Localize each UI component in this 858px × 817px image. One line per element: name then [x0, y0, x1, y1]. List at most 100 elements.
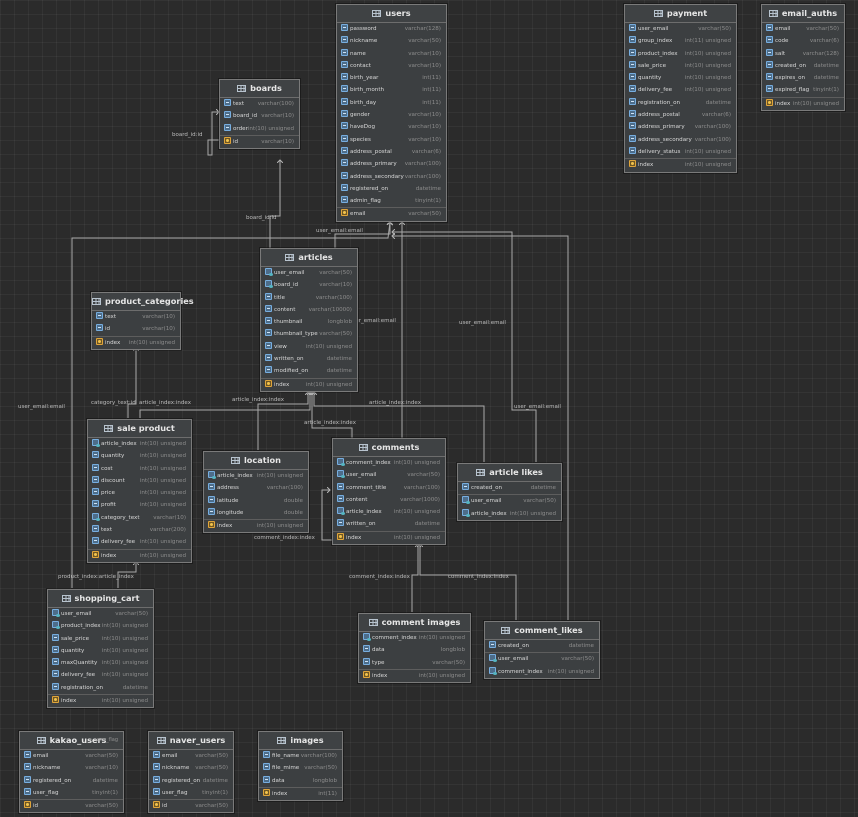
- column-row[interactable]: category_textvarchar(10): [88, 512, 191, 524]
- column-row[interactable]: registered_ondatetime: [337, 183, 446, 195]
- column-row[interactable]: nicknamevarchar(10): [20, 762, 123, 774]
- table-comment-likes[interactable]: comment_likescreated_ondatetimeuser_emai…: [484, 621, 600, 679]
- column-row[interactable]: emailvarchar(50): [762, 23, 844, 35]
- column-row[interactable]: indexint(11): [259, 786, 342, 800]
- column-row[interactable]: nicknamevarchar(50): [337, 35, 446, 47]
- column-row[interactable]: written_ondatetime: [261, 353, 357, 365]
- table-users[interactable]: userspasswordvarchar(128)nicknamevarchar…: [336, 4, 447, 222]
- column-row[interactable]: user_emailvarchar(50): [625, 23, 736, 35]
- column-row[interactable]: indexint(10) unsigned: [333, 530, 445, 544]
- column-row[interactable]: comment_indexint(10) unsigned: [485, 666, 599, 678]
- column-row[interactable]: indexint(10) unsigned: [762, 96, 844, 110]
- column-row[interactable]: comment_indexint(10) unsigned: [333, 457, 445, 469]
- column-row[interactable]: viewint(10) unsigned: [261, 341, 357, 353]
- column-row[interactable]: user_emailvarchar(50): [48, 608, 153, 620]
- column-row[interactable]: user_emailvarchar(50): [333, 469, 445, 481]
- column-row[interactable]: address_primaryvarchar(100): [625, 121, 736, 133]
- column-row[interactable]: modified_ondatetime: [261, 365, 357, 377]
- column-row[interactable]: comment_indexint(10) unsigned: [359, 632, 470, 644]
- column-row[interactable]: textvarchar(100): [220, 98, 299, 110]
- column-row[interactable]: orderint(10) unsigned: [220, 123, 299, 135]
- column-row[interactable]: created_ondatetime: [458, 482, 561, 494]
- column-row[interactable]: product_indexint(10) unsigned: [625, 48, 736, 60]
- column-row[interactable]: emailvarchar(50): [20, 750, 123, 762]
- column-row[interactable]: emailvarchar(50): [149, 750, 233, 762]
- column-row[interactable]: idvarchar(10): [220, 134, 299, 148]
- column-row[interactable]: address_secondaryvarchar(100): [337, 171, 446, 183]
- column-row[interactable]: sale_priceint(10) unsigned: [625, 60, 736, 72]
- column-row[interactable]: registered_ondatetime: [149, 775, 233, 787]
- column-row[interactable]: profitint(10) unsigned: [88, 499, 191, 511]
- table-boards[interactable]: boardstextvarchar(100)board_idvarchar(10…: [219, 79, 300, 150]
- column-row[interactable]: registration_ondatetime: [48, 682, 153, 694]
- column-row[interactable]: maxQuantityint(10) unsigned: [48, 657, 153, 669]
- column-row[interactable]: idvarchar(10): [92, 323, 180, 335]
- column-row[interactable]: idvarchar(50): [149, 799, 233, 812]
- column-row[interactable]: idvarchar(50): [20, 799, 123, 812]
- column-row[interactable]: haveDogvarchar(10): [337, 121, 446, 133]
- column-row[interactable]: indexint(10) unsigned: [359, 668, 470, 682]
- column-row[interactable]: indexint(10) unsigned: [204, 519, 308, 532]
- column-row[interactable]: addressvarchar(100): [204, 482, 308, 494]
- column-row[interactable]: written_ondatetime: [333, 518, 445, 530]
- column-row[interactable]: board_idvarchar(10): [220, 110, 299, 122]
- column-row[interactable]: sale_priceint(10) unsigned: [48, 633, 153, 645]
- column-row[interactable]: emailvarchar(50): [337, 207, 446, 220]
- column-row[interactable]: registration_ondatetime: [625, 97, 736, 109]
- table-kakao-users[interactable]: kakao_usersuser_flagemailvarchar(50)nick…: [19, 731, 124, 814]
- column-row[interactable]: user_flagtinyint(1): [20, 787, 123, 799]
- column-row[interactable]: namevarchar(10): [337, 48, 446, 60]
- column-row[interactable]: group_indexint(11) unsigned: [625, 35, 736, 47]
- column-row[interactable]: thumbnail_typevarchar(50): [261, 328, 357, 340]
- column-row[interactable]: delivery_feeint(10) unsigned: [48, 669, 153, 681]
- table-articles[interactable]: articlesuser_emailvarchar(50)board_idvar…: [260, 248, 358, 392]
- column-row[interactable]: speciesvarchar(10): [337, 134, 446, 146]
- table-shopping-cart[interactable]: shopping_cartuser_emailvarchar(50)produc…: [47, 589, 154, 709]
- column-row[interactable]: address_secondaryvarchar(100): [625, 134, 736, 146]
- column-row[interactable]: indexint(10) unsigned: [92, 335, 180, 349]
- column-row[interactable]: article_indexint(10) unsigned: [88, 438, 191, 450]
- column-row[interactable]: textvarchar(10): [92, 311, 180, 323]
- column-row[interactable]: passwordvarchar(128): [337, 23, 446, 35]
- column-row[interactable]: delivery_feeint(10) unsigned: [625, 84, 736, 96]
- column-row[interactable]: datalongblob: [359, 644, 470, 656]
- column-row[interactable]: article_indexint(10) unsigned: [204, 470, 308, 482]
- column-row[interactable]: contentvarchar(10000): [261, 304, 357, 316]
- column-row[interactable]: user_flagtinyint(1): [149, 787, 233, 799]
- column-row[interactable]: priceint(10) unsigned: [88, 487, 191, 499]
- column-row[interactable]: latitudedouble: [204, 495, 308, 507]
- column-row[interactable]: datalongblob: [259, 775, 342, 787]
- column-row[interactable]: registered_ondatetime: [20, 775, 123, 787]
- column-row[interactable]: delivery_statusint(10) unsigned: [625, 146, 736, 158]
- column-row[interactable]: user_emailvarchar(50): [485, 652, 599, 665]
- table-comments[interactable]: commentscomment_indexint(10) unsigneduse…: [332, 438, 446, 546]
- column-row[interactable]: quantityint(10) unsigned: [625, 72, 736, 84]
- column-row[interactable]: user_emailvarchar(50): [261, 267, 357, 279]
- column-row[interactable]: quantityint(10) unsigned: [88, 450, 191, 462]
- column-row[interactable]: address_postalvarchar(6): [625, 109, 736, 121]
- column-row[interactable]: admin_flagtinyint(1): [337, 195, 446, 207]
- table-comment-images[interactable]: comment imagescomment_indexint(10) unsig…: [358, 613, 471, 684]
- table-images[interactable]: imagesfile_namevarchar(100)file_mimevarc…: [258, 731, 343, 802]
- column-row[interactable]: quantityint(10) unsigned: [48, 645, 153, 657]
- column-row[interactable]: contentvarchar(1000): [333, 494, 445, 506]
- column-row[interactable]: indexint(10) unsigned: [88, 548, 191, 562]
- column-row[interactable]: longitudedouble: [204, 507, 308, 519]
- column-row[interactable]: discountint(10) unsigned: [88, 475, 191, 487]
- column-row[interactable]: indexint(10) unsigned: [48, 694, 153, 707]
- column-row[interactable]: textvarchar(200): [88, 524, 191, 536]
- column-row[interactable]: article_indexint(10) unsigned: [458, 508, 561, 520]
- column-row[interactable]: comment_titlevarchar(100): [333, 482, 445, 494]
- table-naver-users[interactable]: naver_usersemailvarchar(50)nicknamevarch…: [148, 731, 234, 814]
- column-row[interactable]: birth_dayint(11): [337, 97, 446, 109]
- table-article-likes[interactable]: article likescreated_ondatetimeuser_emai…: [457, 463, 562, 521]
- column-row[interactable]: article_indexint(10) unsigned: [333, 506, 445, 518]
- column-row[interactable]: board_idvarchar(10): [261, 279, 357, 291]
- column-row[interactable]: user_emailvarchar(50): [458, 494, 561, 507]
- column-row[interactable]: indexint(10) unsigned: [261, 377, 357, 391]
- column-row[interactable]: costint(10) unsigned: [88, 463, 191, 475]
- table-payment[interactable]: paymentuser_emailvarchar(50)group_indexi…: [624, 4, 737, 173]
- column-row[interactable]: expires_ondatetime: [762, 72, 844, 84]
- column-row[interactable]: file_mimevarchar(50): [259, 762, 342, 774]
- column-row[interactable]: address_primaryvarchar(100): [337, 158, 446, 170]
